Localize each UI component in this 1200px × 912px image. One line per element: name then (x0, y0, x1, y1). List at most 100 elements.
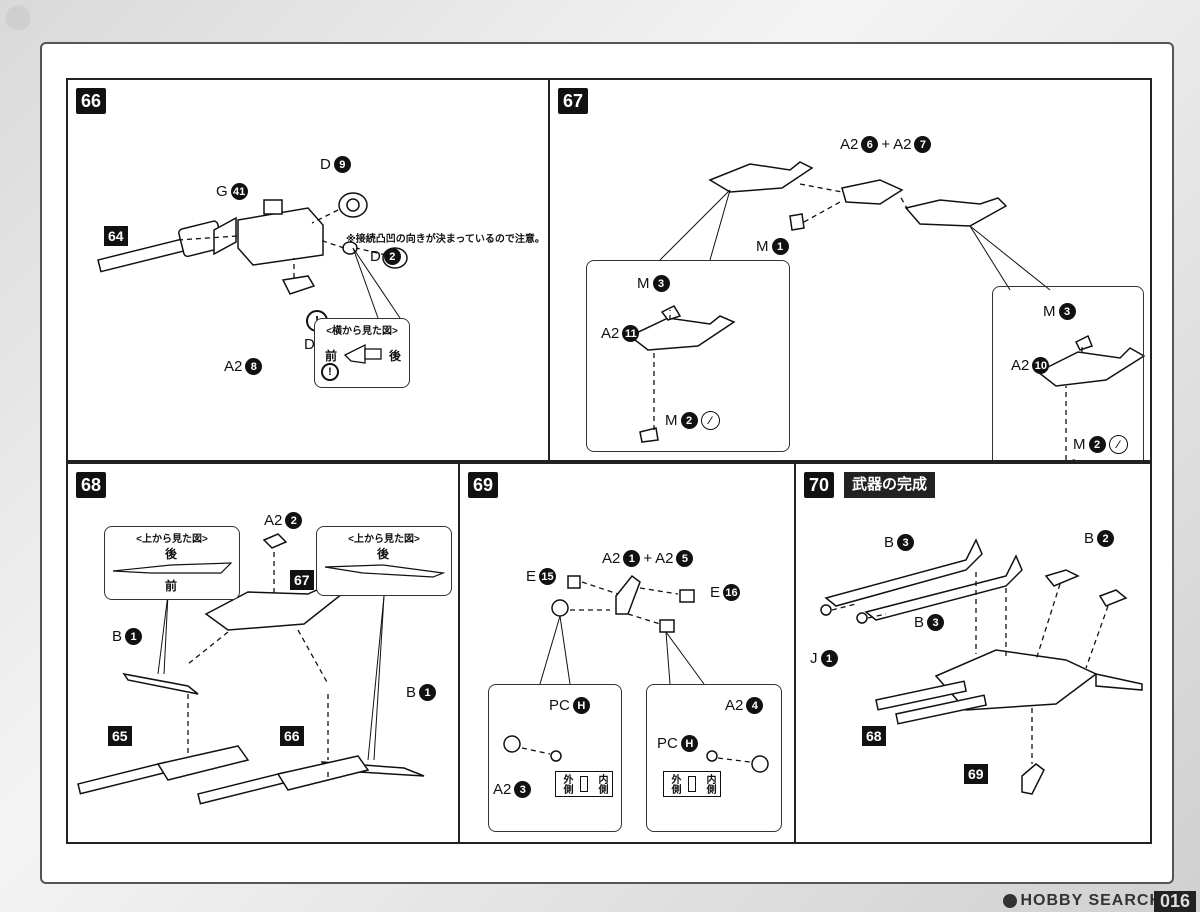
callout-title: <横から見た図> (326, 326, 398, 337)
no-paint-icon: ⁄ (700, 411, 720, 430)
part-letter: B (406, 684, 417, 701)
step-68-diagram (77, 533, 425, 805)
inner-side-label: 内側 (596, 774, 607, 794)
part-letter: M (756, 238, 769, 255)
no-paint-icon: ⁄ (1108, 435, 1128, 454)
ref-step-69: 69 (964, 764, 988, 784)
part-letter: D (304, 336, 315, 353)
part-letter: B (1084, 530, 1095, 547)
part-letter: A2 (601, 325, 620, 342)
ref-step-66: 66 (280, 726, 304, 746)
hobby-search-logo-icon (1002, 894, 1017, 908)
part-number: 10 (1032, 357, 1050, 374)
part-letter: M (665, 412, 678, 429)
top-view-callout-right: <上から見た図> 後 (316, 526, 452, 596)
part-letter: M (637, 275, 650, 292)
step-title: 武器の完成 (844, 472, 936, 498)
ref-step-64: 64 (104, 226, 128, 246)
top-view-callout-left: <上から見た図> 後 前 (104, 526, 240, 600)
side-view-part-icon (343, 343, 382, 364)
step-66-diagram (97, 192, 408, 319)
part-number: 4 (746, 697, 764, 714)
step-number: 67 (558, 88, 589, 114)
part-letter: PC (657, 735, 678, 752)
part-number: 7 (914, 136, 932, 153)
step-68-panel: 68 (66, 462, 462, 844)
front-label: 前 (325, 349, 338, 363)
step-70-panel: 70 武器の完成 (794, 462, 1152, 844)
plus-sign: + (881, 136, 891, 153)
side-view-callout: <横から見た図> 前 後 ! (314, 318, 410, 388)
part-number: 1 (125, 628, 143, 645)
part-letter: A2 (224, 358, 243, 375)
step-66-panel: 66 (66, 78, 554, 462)
orientation-guide: 外側 内側 (663, 771, 721, 797)
warning-icon: ! (321, 363, 339, 381)
part-letter: M (1073, 436, 1086, 453)
part-number: 16 (723, 584, 741, 601)
part-number: 3 (514, 781, 532, 798)
part-letter: B (914, 614, 925, 631)
page-number: 016 (1153, 891, 1196, 912)
part-letter: A2 (893, 136, 912, 153)
step-69-diagram (503, 574, 769, 773)
callout-title: <上から見た図> (136, 534, 208, 545)
part-profile-icon (580, 776, 588, 792)
orientation-guide: 外側 内側 (555, 771, 613, 797)
part-number: H (572, 697, 590, 714)
part-number: 9 (333, 156, 351, 173)
ref-step-65: 65 (108, 726, 132, 746)
part-number: 3 (927, 614, 945, 631)
step-number: 68 (76, 472, 107, 498)
ref-step-67: 67 (290, 570, 314, 590)
blade-top-view-icon (112, 562, 233, 574)
part-number: 8 (245, 358, 263, 375)
part-number: 2 (383, 248, 401, 265)
step-number: 69 (468, 472, 499, 498)
part-number: 3 (897, 534, 915, 551)
part-number: 2 (1088, 436, 1106, 453)
back-label: 後 (377, 547, 390, 561)
back-label: 後 (389, 349, 402, 363)
part-number: 1 (820, 650, 838, 667)
part-number: 6 (861, 136, 879, 153)
step-67-diagram (628, 161, 1146, 460)
watermark-text: HOBBY SEARCH (1020, 892, 1162, 909)
inner-side-label: 内側 (704, 774, 715, 794)
part-number: 1 (771, 238, 789, 255)
part-letter: A2 (1011, 357, 1030, 374)
part-letter: G (216, 183, 228, 200)
part-number: 3 (652, 275, 670, 292)
outer-side-label: 外側 (669, 774, 680, 794)
blade-top-view-icon (324, 564, 445, 578)
outer-side-label: 外側 (561, 774, 572, 794)
step-number: 70 (804, 472, 835, 498)
part-number: 2 (285, 512, 303, 529)
